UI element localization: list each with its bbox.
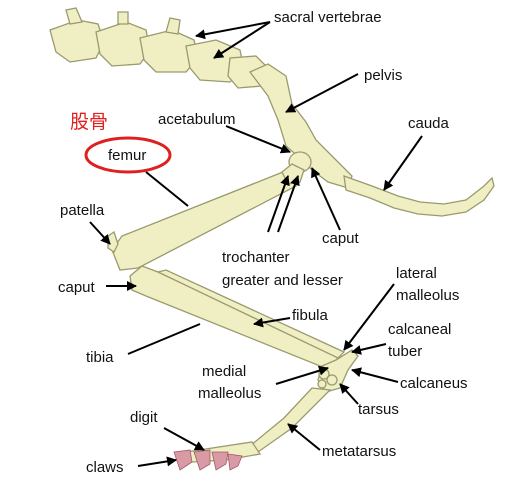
claw-3 [211, 451, 229, 471]
claw-1 [173, 449, 193, 471]
leader-tarsus [339, 383, 359, 405]
femur-annotation: 股骨 [70, 111, 172, 174]
metatarsus-bone [248, 387, 332, 453]
label-acetabulum: acetabulum [158, 111, 236, 128]
leader-sacral-1 [195, 21, 271, 40]
claws-bones [173, 449, 243, 471]
tarsal-3 [317, 379, 327, 389]
vertebra-spine-2 [117, 11, 129, 25]
leader-femur [145, 171, 189, 207]
leader-medial-malleolus [275, 365, 329, 385]
leader-lines [89, 21, 423, 467]
label-digit: digit [130, 409, 158, 426]
vertebra-spine-3 [165, 17, 181, 35]
label-malleolus-medial: malleolus [198, 385, 261, 402]
leader-trochanter-2 [277, 175, 300, 233]
label-metatarsus: metatarsus [322, 443, 396, 460]
leader-cauda [383, 135, 423, 191]
cauda-bone [343, 175, 495, 217]
label-fibula: fibula [292, 307, 329, 324]
sacral-vertebrae-bone [49, 7, 271, 89]
leader-sacral-2 [213, 21, 271, 59]
tarsal-2 [326, 374, 338, 386]
claw-4 [227, 453, 243, 471]
chinese-femur-label: 股骨 [70, 111, 108, 133]
label-claws: claws [86, 459, 124, 476]
leader-fibula [253, 317, 291, 328]
label-trochanter: trochanter [222, 249, 290, 266]
label-caput-femur: caput [322, 230, 360, 247]
label-patella: patella [60, 202, 105, 219]
vertebra-spine-1 [65, 7, 83, 25]
labels: sacral vertebrae pelvis acetabulum cauda… [58, 9, 468, 476]
leader-patella [89, 221, 111, 245]
leader-pelvis [285, 73, 359, 113]
femur-highlight-ring [84, 136, 172, 174]
label-cauda: cauda [408, 115, 450, 132]
leader-metatarsus [287, 423, 321, 451]
leader-claws [137, 456, 177, 467]
label-tibia: tibia [86, 349, 114, 366]
label-tarsus: tarsus [358, 401, 399, 418]
leader-tibia [127, 323, 201, 355]
leader-acetabulum [225, 125, 291, 154]
fibula-bone [156, 269, 346, 359]
vertebra-1 [49, 19, 105, 63]
leader-digit [163, 427, 205, 451]
skeleton-bones [49, 7, 495, 471]
label-medial: medial [202, 363, 246, 380]
leader-calcaneal-tuber [351, 343, 387, 355]
label-femur: femur [108, 147, 146, 164]
claw-2 [193, 449, 211, 471]
leader-trochanter-1 [267, 175, 290, 233]
leader-calcaneus [351, 367, 399, 383]
label-calcaneal: calcaneal [388, 321, 451, 338]
label-tuber: tuber [388, 343, 422, 360]
label-malleolus-lateral: malleolus [396, 287, 459, 304]
label-lateral: lateral [396, 265, 437, 282]
label-pelvis: pelvis [364, 67, 402, 84]
leader-lateral-malleolus [343, 283, 395, 351]
label-greater-and-lesser: greater and lesser [222, 272, 343, 289]
label-calcaneus: calcaneus [400, 375, 468, 392]
label-caput-tibia: caput [58, 279, 96, 296]
label-sacral-vertebrae: sacral vertebrae [274, 9, 382, 26]
leader-caput-femur [311, 167, 341, 231]
